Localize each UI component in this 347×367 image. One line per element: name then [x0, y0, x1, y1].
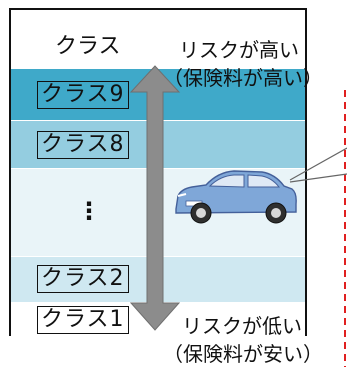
header-label: クラス [55, 34, 121, 59]
class-9-label: クラス9 [37, 81, 129, 109]
callout-line-2 [289, 173, 347, 183]
class-8-label: クラス8 [37, 131, 129, 159]
double-arrow-icon [129, 65, 181, 331]
class-1-label: クラス1 [37, 306, 129, 334]
high-premium-text: （保険料が高い） [163, 66, 323, 90]
ellipsis-label: ⋮ [77, 197, 101, 225]
low-risk-text: リスクが低い [182, 310, 302, 339]
callout-line [289, 147, 347, 181]
class-2-label: クラス2 [37, 265, 129, 293]
low-premium-text: （保険料が安い） [163, 338, 323, 367]
high-risk-text: リスクが高い [179, 34, 299, 63]
car-icon [175, 170, 297, 224]
